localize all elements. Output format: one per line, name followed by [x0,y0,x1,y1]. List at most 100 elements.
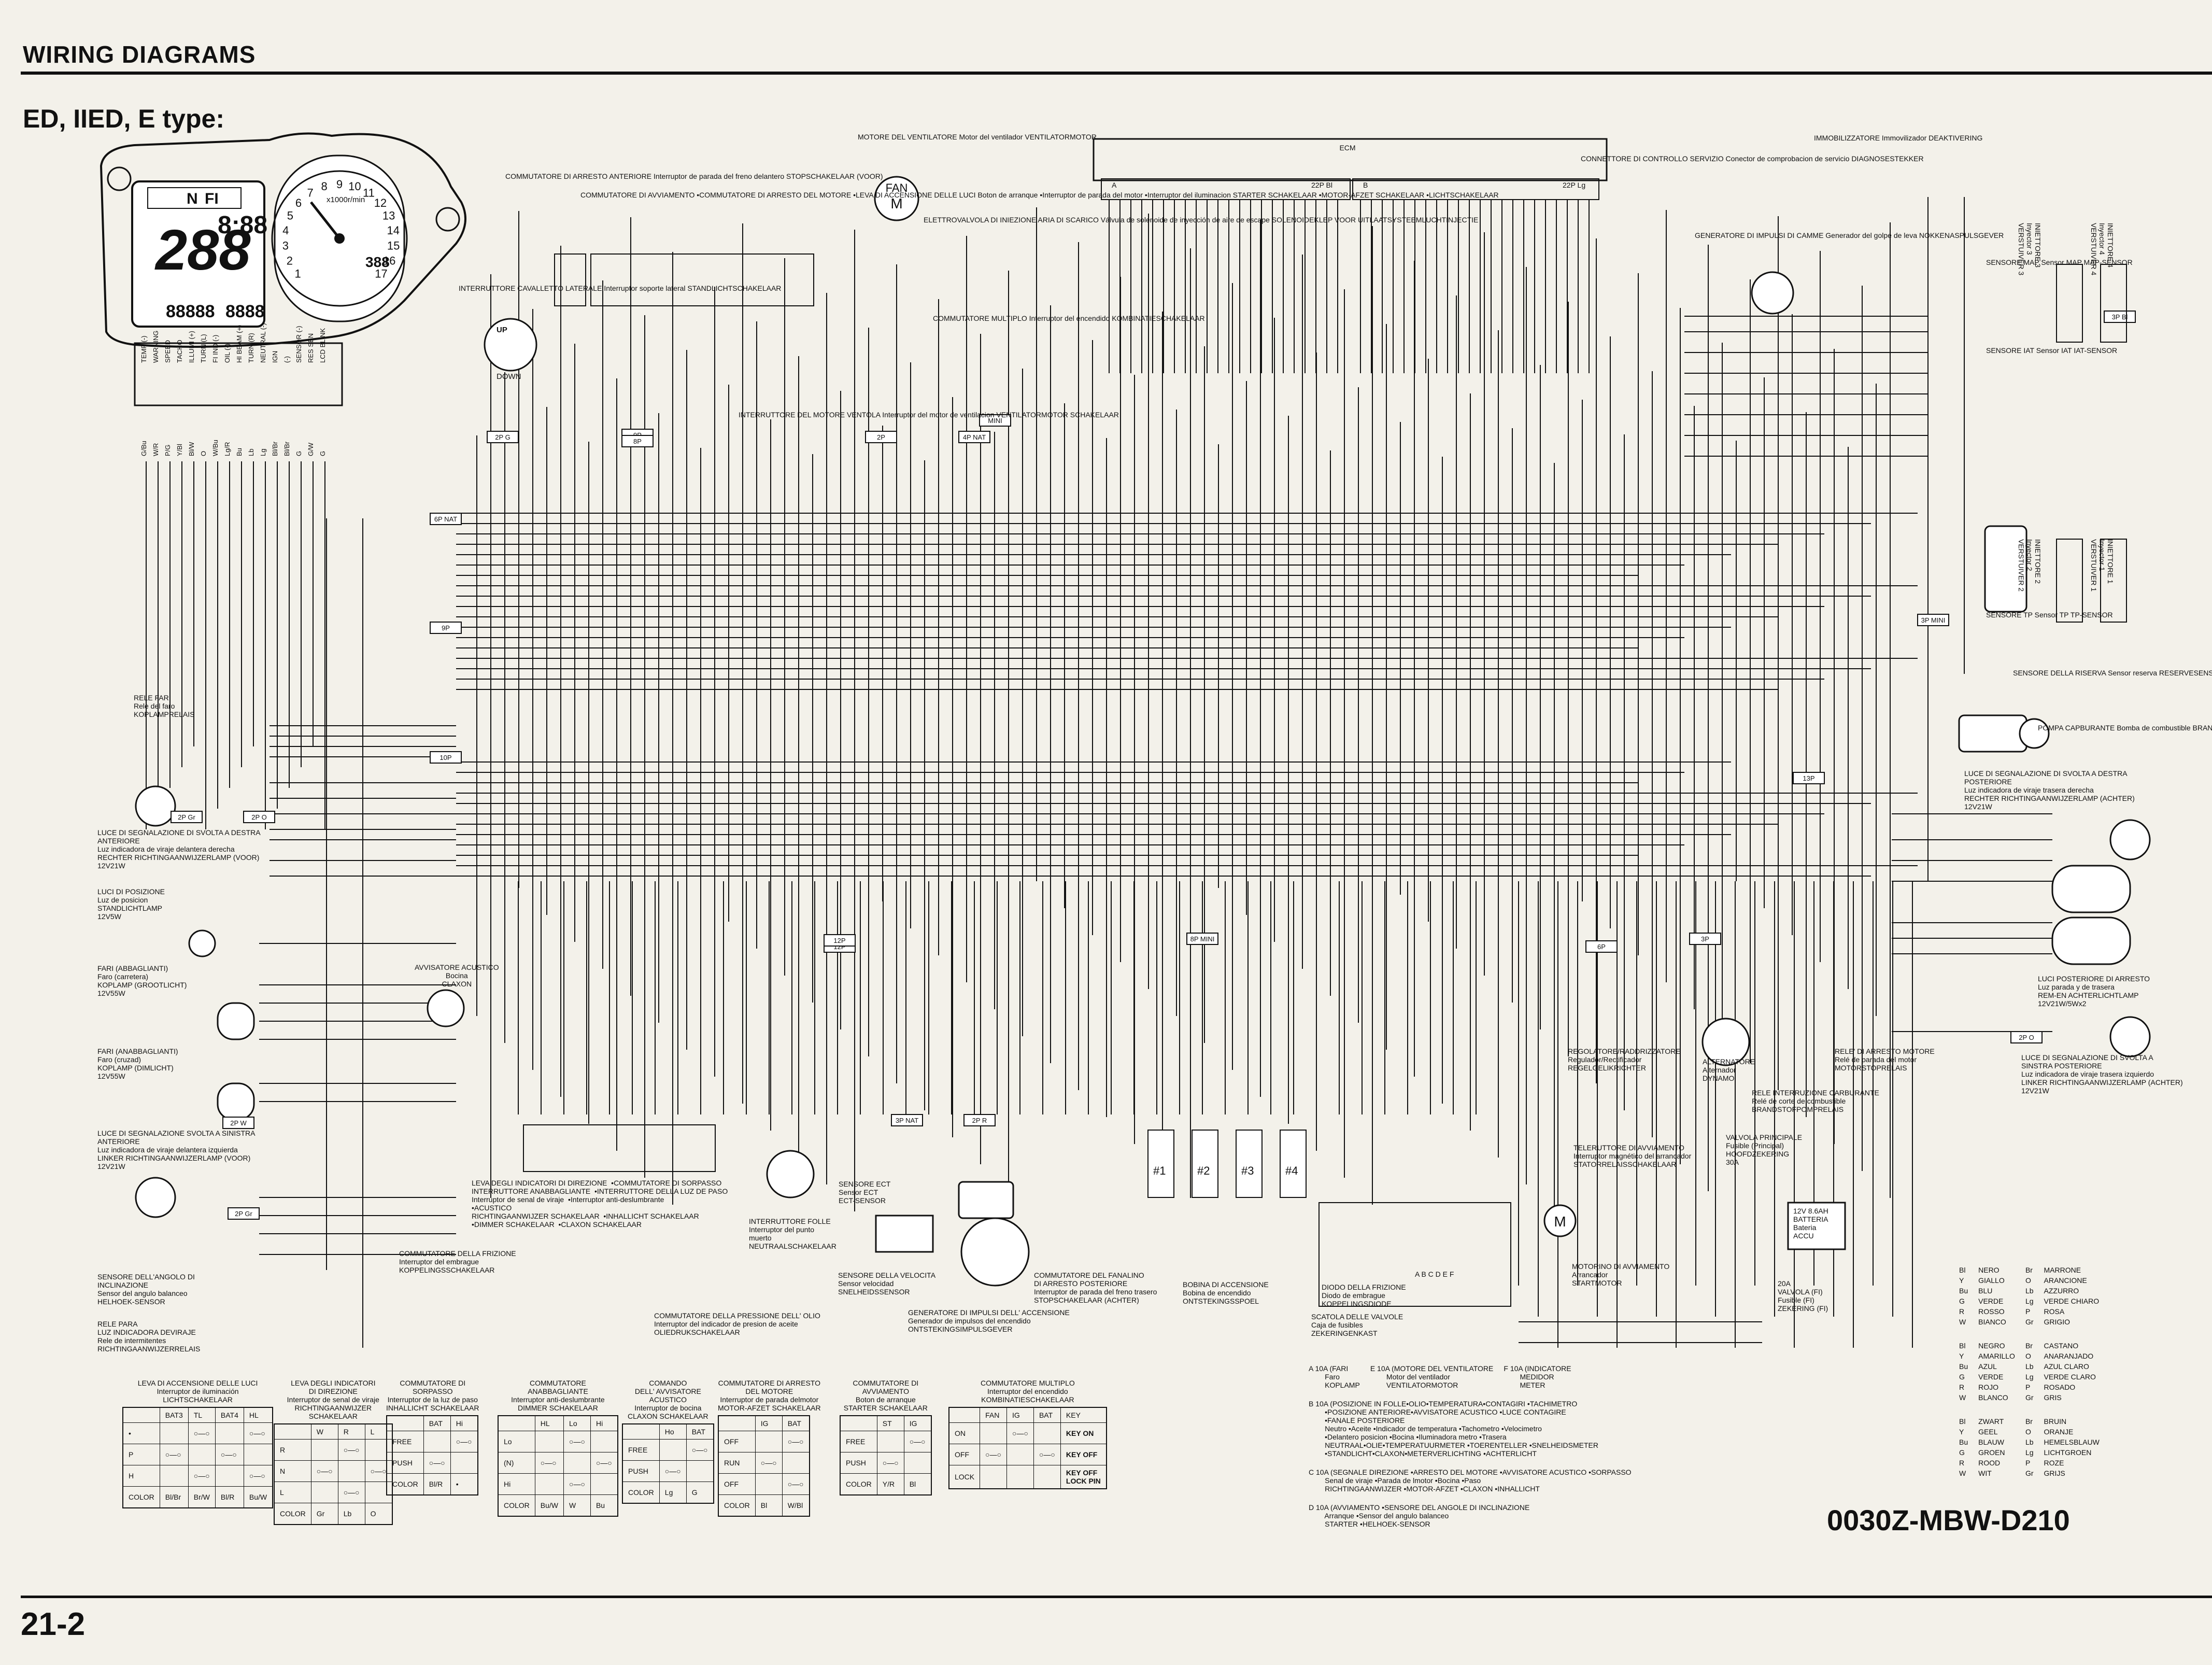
fan-motor-label: MOTORE DEL VENTILATORE Motor del ventila… [858,133,1097,141]
section-title: WIRING DIAGRAMS [23,41,256,68]
switch-table-title: COMMUTATORE MULTIPLO Interruptor del enc… [981,1379,1075,1404]
headlight-high-label: FARI (ABBAGLIANTI) Faro (carretera) KOPL… [97,964,187,997]
legend-cell: W [1959,1469,1966,1477]
neutral-switch-label: INTERRUTTORE FOLLE Interruptor del punto… [749,1217,836,1250]
legend-cell: ROSSO [1978,1307,2005,1316]
pulse-generator-symbol [958,1181,1014,1219]
meter-wire-color: Bl/W [188,442,195,456]
connector [1689,933,1721,945]
legend-cell: Y [1959,1352,1964,1360]
tach-number: 11 [363,186,375,199]
ignition-coil [1147,1130,1174,1198]
front-left-turn-label: LUCE DI SEGNALAZIONE SVOLTA A SINISTRA A… [97,1129,256,1170]
tach-unit: x1000r/min [327,195,365,204]
tp-sensor-symbol [1984,525,2027,613]
connector [2010,1031,2043,1043]
meter-pin-label: SPEED [164,340,172,363]
side-stand-down: DOWN [497,372,521,381]
fan-switch-label: INTERRUTTORE DEL MOTORE VENTOLA Interrup… [739,411,1119,419]
legend-cell: ROSADO [2044,1383,2076,1391]
cam-pulse-label: GENERATORE DI IMPULSI DI CAMME Generador… [1695,231,2004,239]
legend-cell: AZZURRO [2044,1287,2079,1295]
legend-cell: G [1959,1297,1965,1305]
legend-cell: Br [2025,1266,2033,1274]
fan-motor-symbol [874,176,919,221]
meter-wire-color: O [200,451,207,456]
tach-number: 14 [387,224,400,237]
injector1-label: INIETTORE 1 Inyector 1 VERSTUIVER 1 [2090,539,2115,592]
speed-sensor-symbol [875,1215,934,1253]
meter-connector [134,342,343,406]
legend-cell: WIT [1978,1469,1992,1477]
tail-light-bulbs [2051,819,2151,1057]
fuse-f: F 10A (INDICATORE MEDIDOR METER [1504,1364,1571,1389]
battery-label: 12V 8.6AH BATTERIA Bateria ACCU [1793,1207,1828,1240]
legend-cell: Lg [2025,1297,2034,1305]
clutch-diode-label: DIODO DELLA FRIZIONE Diodo de embrague K… [1322,1283,1406,1308]
connector-label: 10P [439,754,451,761]
tail-light-label: LUCI POSTERIORE DI ARRESTO Luz parada y … [2038,975,2150,1008]
switch-table-title: COMANDO DELL' AVVISATORE ACUSTICO Interr… [628,1379,708,1420]
legend-cell: VERDE CHIARO [2044,1297,2100,1305]
side-stand-label: INTERRUTTORE CAVALLETTO LATERALE Interru… [459,284,782,292]
tach-number: 16 [383,254,395,267]
ecm-connector-a: 22P Bl [1311,181,1332,189]
meter-wire-color: W/Bu [211,440,219,456]
lcd-odometer: 88888 [166,302,215,321]
starter-relay-label: TELERUTTORE DI AVVIAMENTO Interruptor ma… [1573,1144,1692,1168]
bottom-rule [21,1596,2212,1598]
connector [1793,772,1825,784]
ecm-title: ECM [1339,144,1355,152]
starter-motor-label: MOTORINO DI AVVIAMENTO Arrancador STARTM… [1572,1262,1670,1287]
solenoid-label: ELETTROVALVOLA DI INIEZIONE ARIA DI SCAR… [924,216,1479,224]
meter-pin-label: OIL (-) [223,344,231,363]
tp-sensor-label: SENSORE TP Sensor TP TP-SENSOR [1986,611,2113,619]
connector-label: 2P [877,433,885,441]
right-handlebar-label: COMMUTATORE DI AVVIAMENTO •COMMUTATORE D… [580,191,1499,199]
connector [1917,614,1949,626]
fuse-box-outline [1318,1202,1511,1307]
connector [621,435,654,447]
ignition-coil [1280,1130,1307,1198]
connector-label: 8P [633,438,642,445]
legend-cell: LICHTGROEN [2044,1448,2092,1457]
connector-label: 6P [1597,943,1606,951]
legend-cell: ANARANJADO [2044,1352,2094,1360]
switch-table-title: LEVA DEGLI INDICATORI DI DIREZIONE Inter… [287,1379,379,1420]
fuse-list: A 10A (FARI Faro KOPLAMP E 10A (MOTORE D… [1309,1364,1734,1528]
meter-wire-color: Y/Bl [176,444,183,456]
legend-cell: Bu [1959,1438,1968,1446]
legend-cell: ROSA [2044,1307,2065,1316]
starter-motor-symbol [1543,1204,1577,1237]
front-light-bulbs [135,785,255,1218]
fan-symbol-motor: M [890,195,902,211]
legend-cell: ZWART [1978,1417,2004,1426]
switch-table-title: COMMUTATORE DI ARRESTO DEL MOTORE Interr… [718,1379,821,1412]
combo-switch-label: COMMUTATORE MULTIPLO Interruptor del enc… [933,314,1205,322]
stop-relay-label: RELE' DI ARRESTO MOTORE Relé de parada d… [1835,1047,1935,1072]
tach-number: 6 [295,196,302,209]
alternator-label: ALTERNATORE Alternador DYNAMO [1703,1057,1755,1082]
immobilizer-label: IMMOBILIZZATORE Immovilizador DEAKTIVERI… [1814,134,1983,142]
legend-cell: W [1959,1393,1966,1402]
legend-cell: AZUL CLARO [2044,1362,2089,1371]
connector-label: 8P MINI [1190,935,1215,943]
tach-number: 13 [382,209,395,222]
connector [430,622,462,634]
switch-table: COMMUTATORE MULTIPLO Interruptor del enc… [948,1379,1107,1489]
headlight-low-label: FARI (ANABBAGLIANTI) Faro (cruzad) KOPLA… [97,1047,178,1080]
connector [865,431,897,443]
turn-relay-label: RELE PARA LUZ INDICADORA DEVIRAJE Rele d… [97,1320,201,1353]
switch-table: COMMUTATORE ANABBAGLIANTE Interruptor an… [498,1379,618,1517]
connector [243,811,275,823]
lcd-speed: 288 [154,218,251,282]
legend-cell: BLU [1978,1287,1993,1295]
main-fuse-label: VALVOLA PRINCIPALE Fusible (Principal) H… [1726,1133,1803,1166]
